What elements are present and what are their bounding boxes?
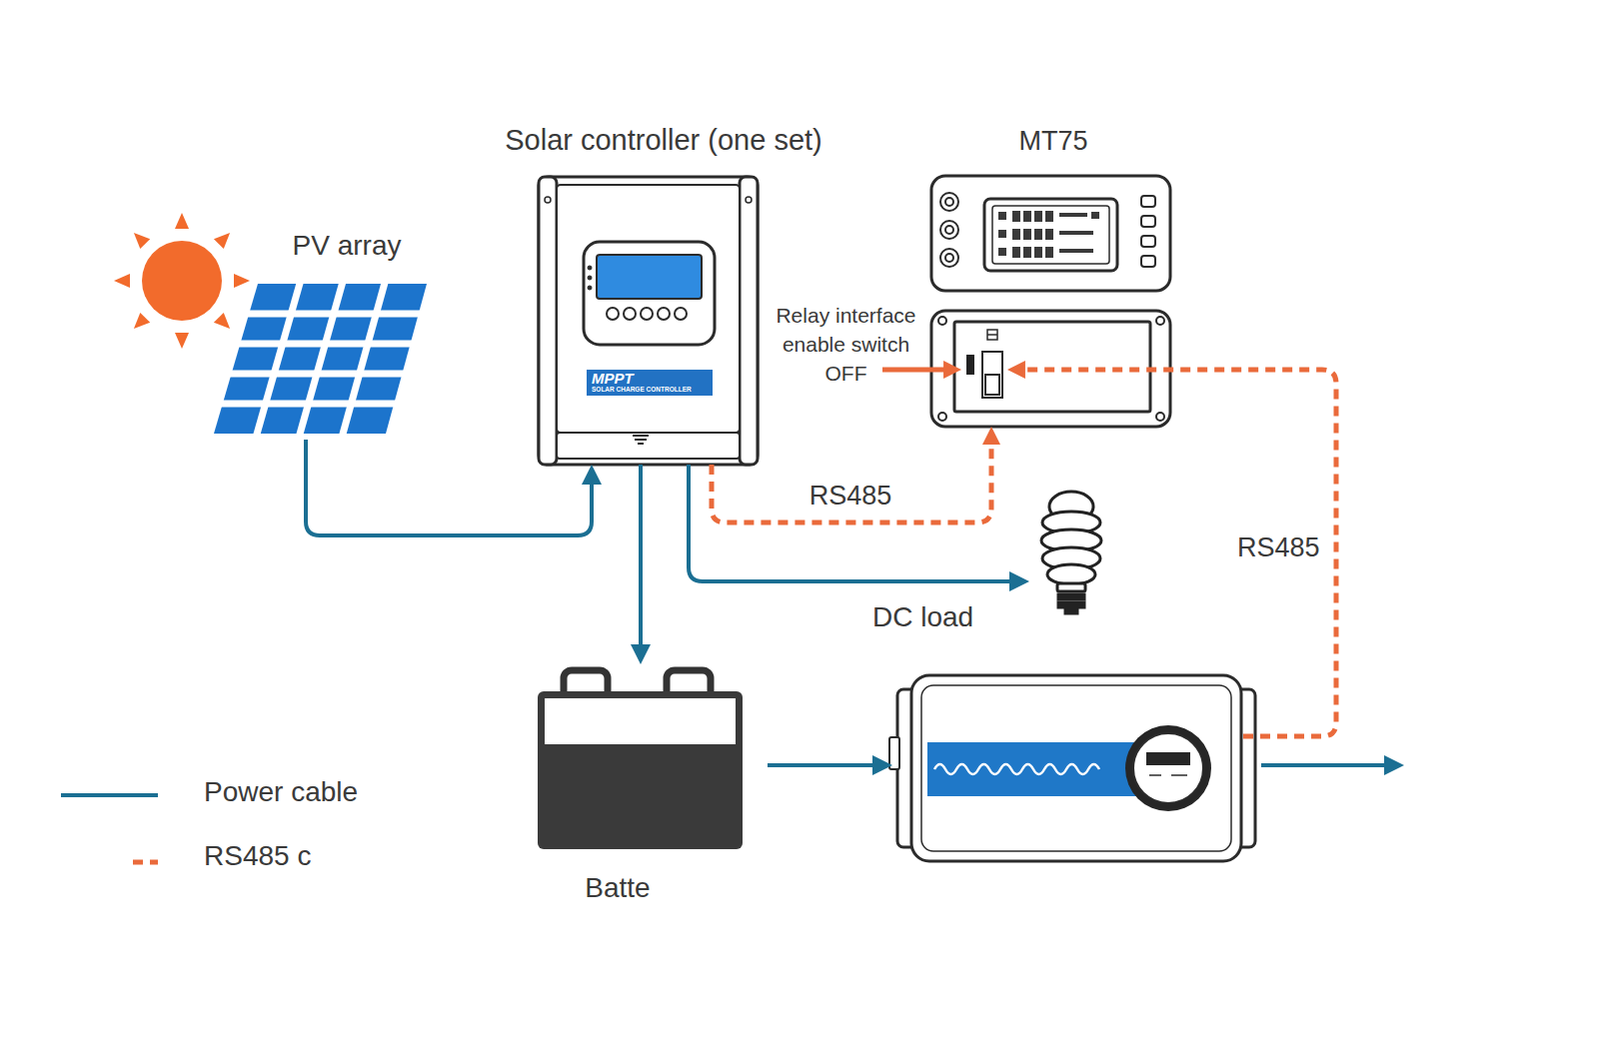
- mt75-meter: MT75: [924, 119, 1180, 292]
- node-sublabel: MPPT: [591, 369, 634, 387]
- rs485-cable: [1019, 369, 1337, 737]
- edge-label: RS485: [805, 480, 897, 512]
- switch-leader-arrow: [882, 367, 950, 373]
- inverter-illustration: [889, 675, 1256, 862]
- pv-array: PV array: [199, 225, 450, 440]
- node-label: Batte: [584, 872, 650, 905]
- controller-illustration: [538, 176, 758, 465]
- node-label: DC load: [872, 601, 974, 634]
- bulb-icon: [1041, 491, 1102, 614]
- rs485-cable: [711, 438, 992, 523]
- power-cable: [638, 464, 643, 651]
- battery: Batte: [529, 664, 750, 905]
- node-label: Solar controller (one set): [504, 123, 823, 157]
- legend-label: Power cable: [203, 776, 358, 809]
- signal-label: RS485: [1237, 532, 1321, 564]
- sun-icon: [113, 212, 250, 349]
- power-cable: [1261, 763, 1391, 768]
- pv-panel-icon: [213, 279, 427, 438]
- node-sublabel: SOLAR CHARGE CONTROLLER: [591, 385, 692, 393]
- legend-label: RS485 c: [203, 840, 311, 873]
- meter-illustration: [931, 175, 1171, 291]
- legend-line-sample: [60, 793, 158, 798]
- node-label: PV array: [292, 229, 402, 262]
- node-label: Relay interface enable switch OFF: [763, 300, 929, 388]
- solar-controller: Solar controller (one set)MPPTSOLAR CHAR…: [519, 119, 780, 465]
- power-cable: [767, 763, 879, 768]
- legend-line-sample: [132, 860, 158, 866]
- dc-load: DC load: [1029, 487, 1110, 620]
- battery-icon: [537, 670, 743, 850]
- relay-interface-box: Relay interface enable switch OFF: [931, 310, 1171, 427]
- node-label: MT75: [1018, 125, 1088, 157]
- power-cable: [305, 439, 592, 536]
